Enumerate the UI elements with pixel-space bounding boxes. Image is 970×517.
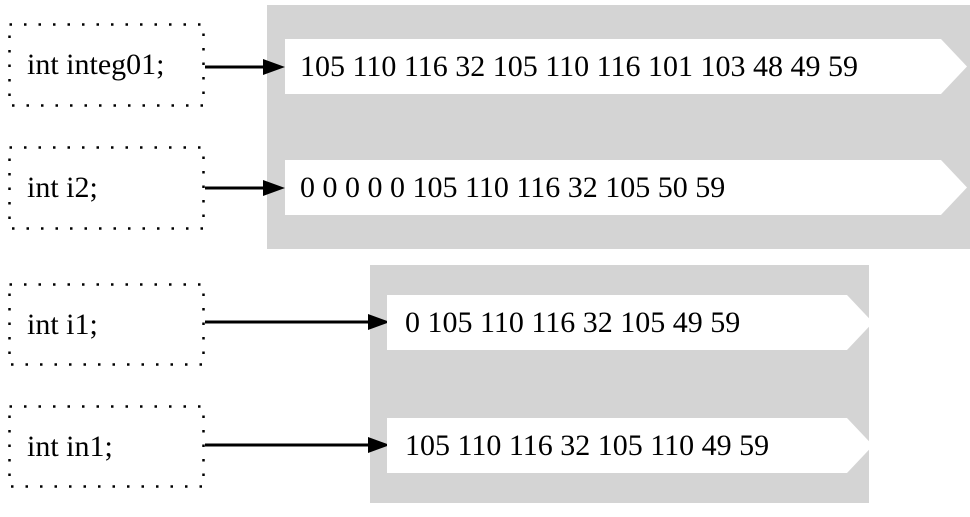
declaration-text: int in1; bbox=[27, 429, 113, 463]
dotted-border bbox=[8, 146, 205, 230]
declaration-text: int i2; bbox=[27, 171, 98, 204]
pointer-arrow-icon bbox=[205, 314, 390, 330]
declaration-box-i2: int i2; bbox=[8, 146, 205, 230]
memory-bytes-text: 105 110 116 32 105 110 116 101 103 48 49… bbox=[300, 49, 859, 83]
pointer-arrow-icon bbox=[205, 437, 390, 453]
memory-bytes-box-i1: 0 105 110 116 32 105 49 59 bbox=[387, 295, 873, 350]
memory-bytes-box-integ01: 105 110 116 32 105 110 116 101 103 48 49… bbox=[285, 39, 967, 94]
memory-bytes-text: 105 110 116 32 105 110 49 59 bbox=[405, 428, 770, 462]
pointer-arrow-icon bbox=[205, 180, 285, 196]
dotted-border bbox=[8, 23, 205, 107]
declaration-text: int integ01; bbox=[27, 48, 165, 81]
dotted-border bbox=[8, 405, 205, 488]
memory-bytes-box-in1: 105 110 116 32 105 110 49 59 bbox=[387, 418, 873, 473]
declaration-box-in1: int in1; bbox=[8, 405, 205, 488]
memory-bytes-text: 0 0 0 0 0 105 110 116 32 105 50 59 bbox=[300, 170, 726, 204]
declaration-box-i1: int i1; bbox=[8, 283, 205, 366]
dotted-border bbox=[8, 283, 205, 366]
pointer-arrow-icon bbox=[205, 59, 285, 75]
memory-bytes-text: 0 105 110 116 32 105 49 59 bbox=[405, 305, 741, 339]
declaration-text: int i1; bbox=[27, 307, 98, 341]
memory-bytes-box-i2: 0 0 0 0 0 105 110 116 32 105 50 59 bbox=[285, 160, 967, 215]
declaration-box-integ01: int integ01; bbox=[8, 23, 205, 107]
